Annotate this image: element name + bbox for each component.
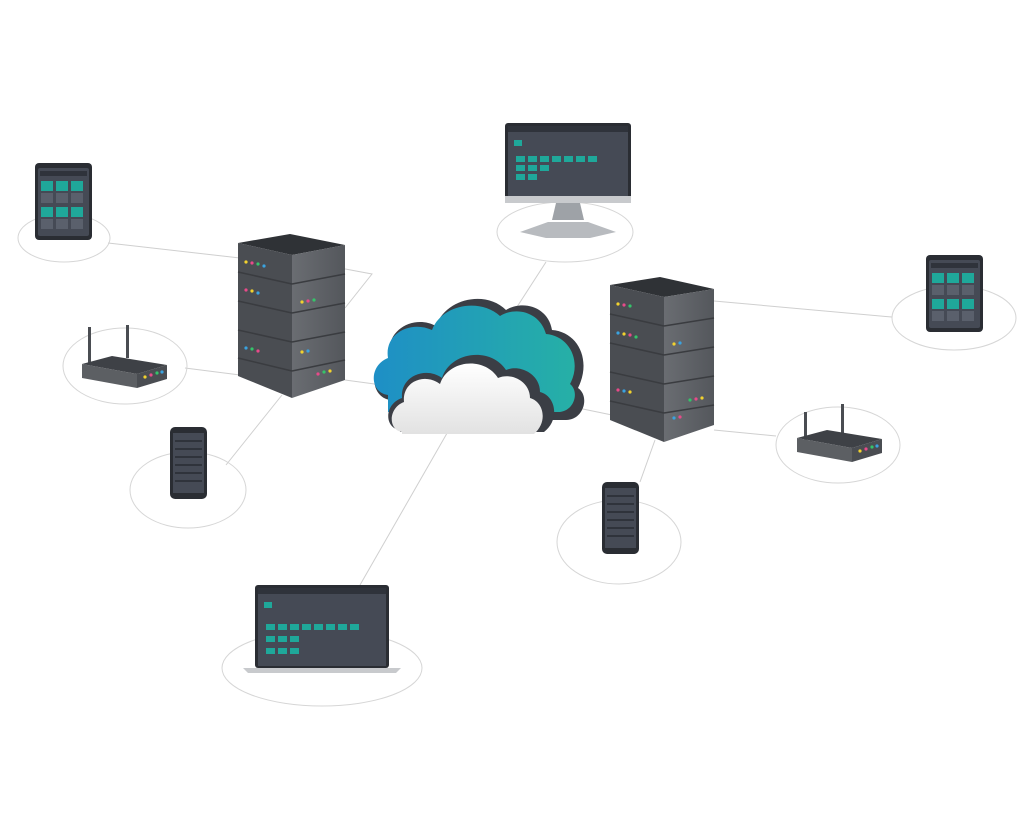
link-laptop-to-cloud: [359, 427, 451, 586]
server-right-top: [610, 277, 714, 297]
laptop-icon: [243, 585, 401, 673]
server-right-side: [610, 285, 664, 442]
tablet-right-icon: [926, 255, 983, 332]
server-rack-right: [609, 277, 715, 442]
link-desktop-to-cloud: [514, 261, 547, 311]
server-left-front: [292, 245, 345, 398]
tablet-left-icon: [35, 163, 92, 240]
phone-right-icon: [602, 482, 639, 554]
link-lines: [107, 242, 893, 586]
server-right-front: [664, 289, 714, 442]
router-left-icon: [82, 325, 167, 388]
link-phone-right-to-server-right: [639, 439, 656, 483]
cloud-front: [391, 363, 543, 434]
server-left-top: [238, 234, 345, 255]
link-tablet-left-to-server-left: [107, 242, 241, 259]
link-router-left-to-server-left: [184, 367, 241, 376]
link-tablet-right-to-server-right: [713, 300, 893, 318]
phone-left-icon: [170, 427, 207, 499]
cloud-icon: [373, 298, 585, 434]
server-right-leds: [616, 302, 704, 420]
link-cloud-to-server-right: [577, 407, 613, 416]
ring-router-left: [62, 327, 188, 405]
device-rings: [17, 201, 1017, 707]
link-phone-left-to-server-left: [225, 394, 283, 466]
ring-router-right: [775, 406, 901, 484]
router-right-icon: [797, 404, 882, 462]
server-left-leds: [244, 260, 332, 376]
server-rack-left: [237, 234, 346, 398]
link-router-right-to-server-right: [713, 429, 777, 437]
link-server-left-to-cloud: [339, 267, 373, 309]
desktop-monitor-icon: [505, 123, 631, 238]
